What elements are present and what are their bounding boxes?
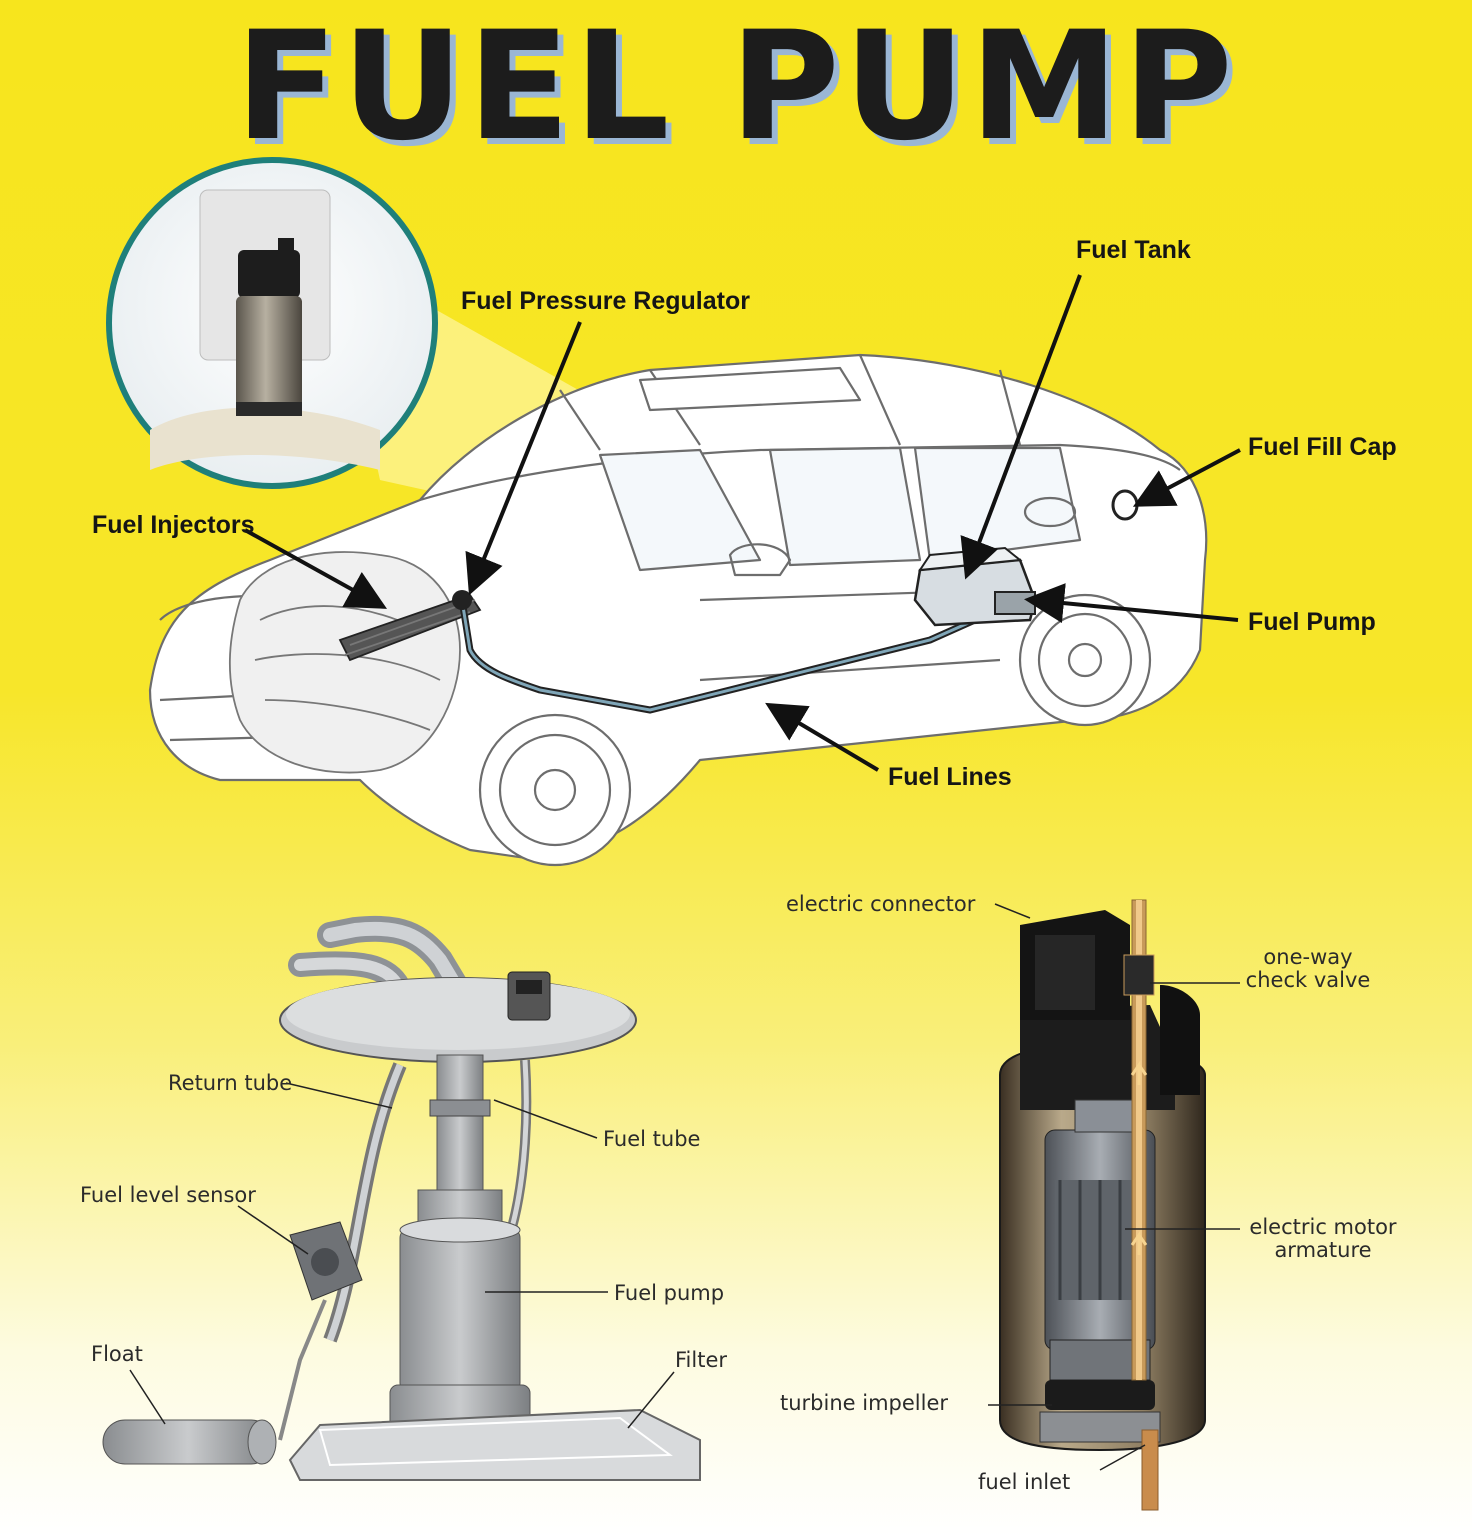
label-motor-line2: armature: [1274, 1238, 1372, 1263]
label-return-tube: Return tube: [168, 1071, 293, 1095]
fuel-tank: [913, 546, 1037, 627]
pump-assembly-illustration: [102, 915, 701, 1481]
label-fuel-tube: Fuel tube: [603, 1127, 701, 1151]
magnifier-lens: [106, 157, 438, 489]
label-check-valve-line1: one-way: [1263, 945, 1353, 969]
label-motor-line1: electric motor: [1249, 1215, 1397, 1239]
label-filter: Filter: [675, 1348, 728, 1372]
label-turbine-impeller: turbine impeller: [780, 1391, 949, 1415]
engine-block: [228, 551, 482, 774]
label-float: Float: [91, 1342, 143, 1366]
label-fuel-pump-top: Fuel Pump: [1248, 608, 1376, 636]
cutaway-leader-lines: [988, 903, 1240, 1471]
label-fuel-inlet: fuel inlet: [978, 1470, 1071, 1494]
assembly-leader-lines: [129, 1082, 675, 1429]
pump-cutaway-illustration: [999, 899, 1206, 1511]
label-check-valve-line2: check valve: [1245, 968, 1371, 993]
top-callout-arrows: [244, 274, 1241, 772]
label-electric-connector: electric connector: [786, 892, 976, 916]
label-fuel-pump-bottom: Fuel pump: [614, 1281, 725, 1305]
label-motor-armature: electric motor armature: [1240, 1215, 1406, 1263]
label-check-valve: one-way check valve: [1238, 945, 1378, 993]
label-fuel-tank: Fuel Tank: [1076, 236, 1191, 264]
label-fuel-lines: Fuel Lines: [888, 763, 1012, 791]
label-fuel-injectors: Fuel Injectors: [92, 511, 255, 539]
label-fuel-fill-cap: Fuel Fill Cap: [1248, 433, 1397, 461]
label-fuel-level-sensor: Fuel level sensor: [80, 1183, 256, 1207]
page-title: FUEL PUMP: [235, 0, 1237, 174]
label-fuel-pressure-regulator: Fuel Pressure Regulator: [461, 287, 750, 315]
